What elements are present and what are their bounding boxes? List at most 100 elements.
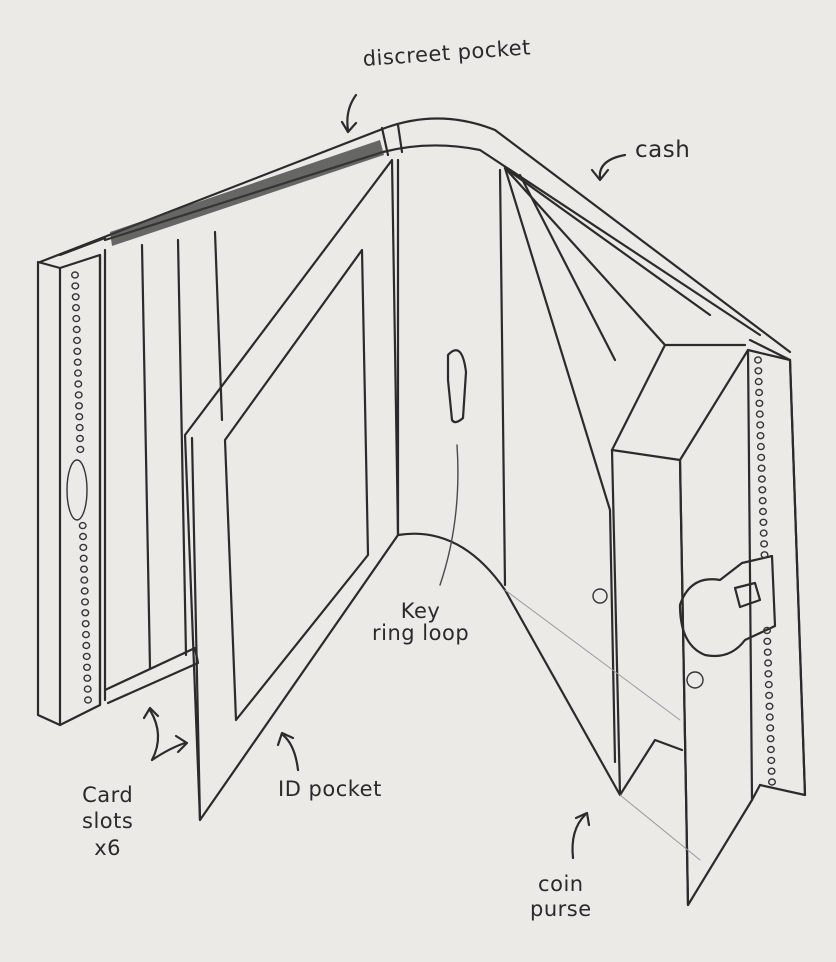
label-key-ring-loop-line2: ring loop <box>372 621 470 646</box>
discreet-pocket-strip <box>110 140 384 246</box>
clasp-icon <box>678 554 777 658</box>
stitch-hole <box>768 778 777 786</box>
stitch-hole <box>766 745 775 754</box>
stitch-hole <box>764 680 773 689</box>
stitch-hole <box>756 442 765 451</box>
stitch-hole <box>756 432 765 440</box>
label-key-ring-loop: Key ring loop <box>372 600 469 644</box>
stitch-hole <box>75 434 84 443</box>
stitch-hole <box>759 507 768 516</box>
stitch-hole <box>83 674 92 682</box>
stitch-hole <box>756 421 765 429</box>
stitch-hole <box>83 685 92 693</box>
label-card-slots-line2: slots <box>82 809 134 834</box>
stitch-hole <box>71 304 80 312</box>
stitch-holes-left <box>70 271 92 704</box>
label-card-slots-line1: Card <box>82 783 134 807</box>
stitch-hole <box>763 626 772 635</box>
stitch-hole <box>757 464 766 472</box>
stitch-hole <box>73 358 82 366</box>
stitch-hole <box>759 529 768 537</box>
stitch-hole <box>763 648 772 656</box>
stitch-hole <box>82 663 91 671</box>
label-coin-purse: coin purse <box>530 872 592 922</box>
stitch-hole <box>758 497 767 505</box>
wallet-spine <box>38 117 792 362</box>
stitch-hole <box>79 543 88 552</box>
stitch-hole <box>767 756 776 765</box>
stitch-hole <box>79 554 88 562</box>
stitch-hole <box>83 696 92 704</box>
stitch-hole <box>754 377 763 386</box>
stitch-hole <box>766 724 775 732</box>
stitch-hole <box>757 475 766 483</box>
stitch-hole <box>765 702 774 710</box>
stitch-hole <box>76 445 85 454</box>
stitch-hole <box>71 282 80 290</box>
stitch-hole <box>767 767 776 775</box>
stitch-hole <box>759 518 768 526</box>
stitch-hole <box>81 609 90 617</box>
stitch-holes-right <box>754 356 777 786</box>
stitch-hole <box>72 336 81 345</box>
stitch-hole <box>765 713 774 721</box>
stitch-hole <box>763 637 772 645</box>
stitch-hole <box>74 402 83 410</box>
arrow-cash <box>598 153 627 180</box>
right-panel <box>746 348 807 802</box>
stitch-hole <box>74 391 83 399</box>
key-ring-loop-icon <box>446 349 468 424</box>
snap-socket-icon <box>592 588 608 604</box>
stitch-hole <box>74 380 83 388</box>
label-coin-purse-line2: purse <box>530 897 592 922</box>
label-coin-purse-line1: coin <box>538 872 584 896</box>
stitch-hole <box>82 652 91 661</box>
stitch-hole <box>764 659 773 667</box>
label-card-slots-line3: x6 <box>94 835 122 860</box>
label-key-ring-loop-line1: Key <box>400 599 441 623</box>
stitch-hole <box>754 356 763 364</box>
stitch-hole <box>71 293 80 301</box>
stitch-hole <box>754 367 763 375</box>
stitch-hole <box>758 486 767 494</box>
stitch-hole <box>73 347 82 355</box>
stitch-hole <box>72 314 81 323</box>
stitch-hole <box>80 587 89 595</box>
stitch-hole <box>760 540 769 548</box>
stitch-hole <box>75 413 84 421</box>
stitch-hole <box>81 620 90 628</box>
stitch-hole <box>82 641 91 650</box>
arrow-card-slots-2 <box>150 741 187 762</box>
stitch-hole <box>757 453 766 462</box>
label-cash: cash <box>635 137 691 163</box>
arrow-coin-purse <box>571 813 587 860</box>
stitch-hole <box>755 388 764 397</box>
stitch-hole <box>73 369 82 377</box>
label-card-slots: Card slots x6 <box>82 782 133 861</box>
snap-button-icon <box>686 671 704 689</box>
label-id-pocket: ID pocket <box>278 777 382 801</box>
stitch-hole <box>78 521 87 530</box>
stitch-hole <box>764 670 773 678</box>
stitch-hole <box>80 598 89 606</box>
stitch-hole <box>70 271 79 279</box>
stitch-hole <box>766 735 775 743</box>
guide-lines <box>504 589 701 861</box>
stitch-hole <box>79 565 88 573</box>
stitch-hole <box>72 325 81 334</box>
stitch-hole <box>765 691 774 700</box>
cash-accordion <box>503 166 747 797</box>
stitch-hole <box>81 630 90 639</box>
stitch-hole <box>760 551 769 559</box>
arrow-card-slots-1 <box>148 708 160 762</box>
stitch-hole <box>75 423 84 432</box>
stitch-hole <box>80 576 89 584</box>
strap-loop-icon <box>66 459 88 521</box>
arrow-id-pocket <box>281 733 300 772</box>
annotation-arrows <box>142 93 627 860</box>
stitch-hole <box>755 410 764 418</box>
arrow-discreet-pocket <box>346 93 358 132</box>
center-back-panel <box>396 158 507 592</box>
